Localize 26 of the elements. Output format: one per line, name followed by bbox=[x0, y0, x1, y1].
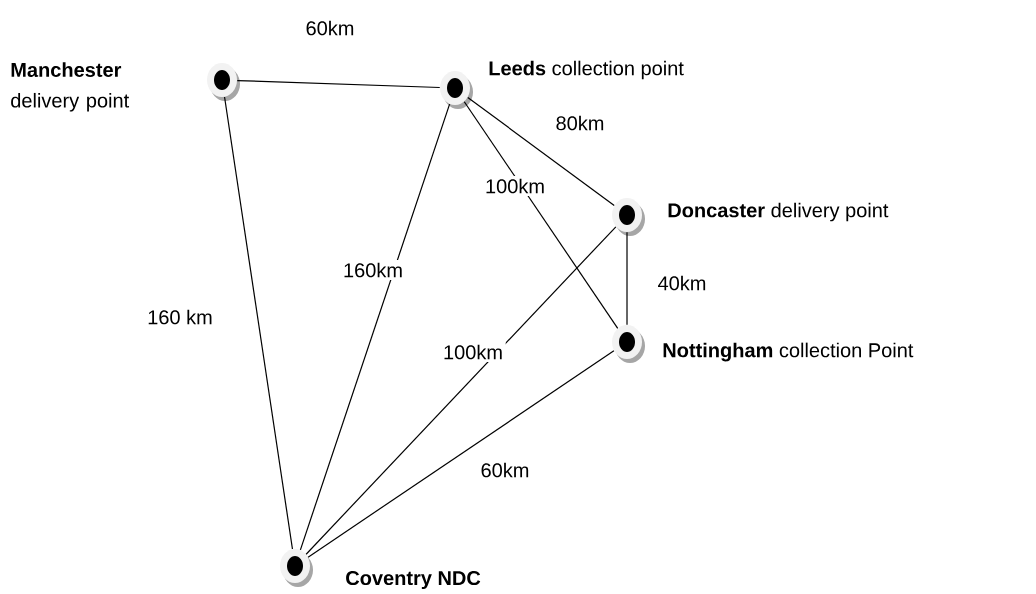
connector-line bbox=[305, 226, 617, 555]
connector-line bbox=[236, 79, 441, 89]
node-dot bbox=[612, 325, 645, 363]
edge-label: 60km bbox=[477, 460, 533, 480]
edge-label: 100km bbox=[482, 176, 548, 196]
node-dot bbox=[612, 198, 645, 236]
connector-line bbox=[463, 101, 619, 329]
place-label: Doncaster delivery point bbox=[668, 202, 889, 222]
node-dot bbox=[207, 63, 240, 101]
connector-line bbox=[299, 103, 451, 551]
edge-label: 160km bbox=[340, 260, 406, 280]
place-label: Manchester delivery point bbox=[11, 62, 130, 112]
connector-line bbox=[467, 96, 615, 207]
place-label: Nottingham collection Point bbox=[663, 342, 914, 362]
edge-label: 80km bbox=[552, 113, 608, 133]
node-dot bbox=[280, 549, 313, 587]
edge-label: 160 km bbox=[144, 307, 216, 327]
connector-line bbox=[223, 96, 294, 550]
edge-label: 40km bbox=[654, 273, 710, 293]
connector-line bbox=[626, 231, 628, 326]
node-dot bbox=[440, 71, 473, 109]
edge-label: 100km bbox=[440, 342, 506, 362]
edge-label: 60km bbox=[302, 18, 358, 38]
place-label: Leeds collection point bbox=[489, 60, 684, 80]
place-label: Coventry NDC bbox=[346, 570, 481, 590]
connector-line bbox=[307, 350, 615, 558]
